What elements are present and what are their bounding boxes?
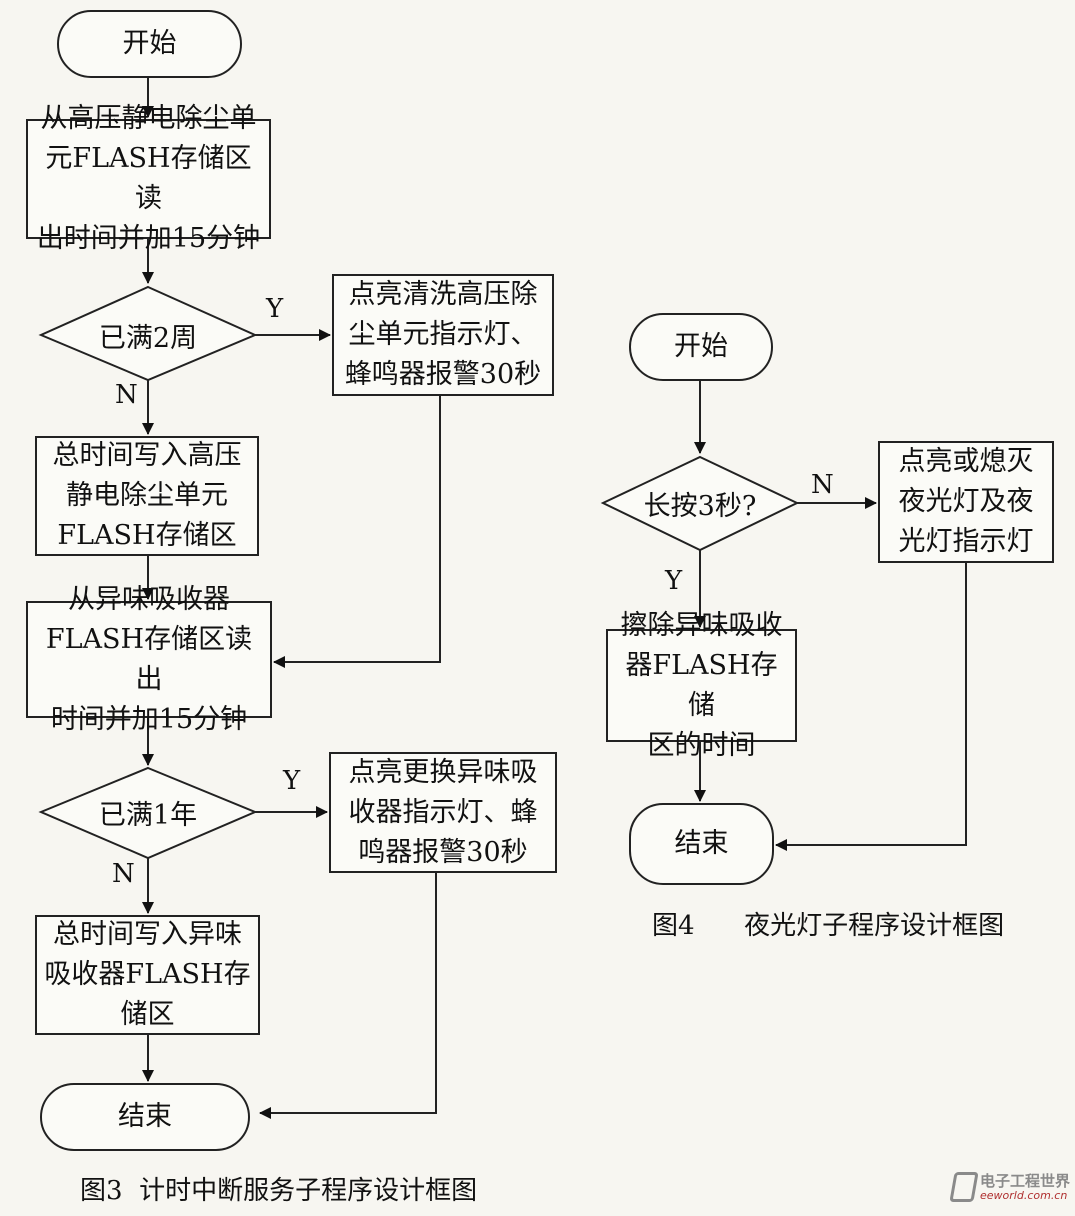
fig4-start-label: 开始 — [674, 331, 728, 362]
fig3-read-hv-line: 元FLASH存储区读 — [45, 143, 252, 214]
watermark-emblem-icon — [949, 1172, 979, 1202]
fig3-write-odor-line: 吸收器FLASH存 — [44, 959, 251, 990]
fig3-write-hv-line: 总时间写入高压 — [52, 440, 242, 471]
fig3-read-odor-line: 时间并加15分钟 — [50, 703, 248, 735]
fig3-alarm-odor-box: 点亮更换异味吸 收器指示灯、蜂 鸣器报警30秒 — [329, 752, 557, 873]
decision-longpress-shape — [600, 455, 800, 552]
fig4-erase-time-line: 区的时间 — [647, 729, 756, 761]
fig3-read-hv-line: 出时间并加15分钟 — [36, 223, 261, 254]
fig3-read-odor-line: 从异味吸收器 — [68, 583, 230, 615]
fig3-end-node: 结束 — [40, 1083, 250, 1151]
fig3-write-odor-line: 储区 — [120, 999, 175, 1030]
fig4-decision-longpress-label: 长按3秒? — [643, 490, 757, 522]
fig4-toggle-light-box: 点亮或熄灭 夜光灯及夜 光灯指示灯 — [878, 441, 1054, 563]
fig3-caption: 图3 计时中断服务子程序设计框图 — [80, 1176, 478, 1206]
fig3-alarm-hv-line: 蜂鸣器报警30秒 — [344, 359, 542, 390]
fig4-erase-time-line: 擦除异味吸收 — [620, 609, 783, 641]
fig4-no-label: N — [811, 470, 834, 500]
decision-1year-shape — [38, 766, 258, 860]
watermark-brand: 电子工程世界 — [980, 1172, 1071, 1190]
fig3-read-hv-box: 从高压静电除尘单 元FLASH存储区读 出时间并加15分钟 — [26, 103, 271, 254]
fig3-write-odor-line: 总时间写入异味 — [53, 919, 242, 950]
fig3-read-odor-line: FLASH存储区读出 — [45, 623, 253, 695]
fig3-alarm-odor-line: 点亮更换异味吸 — [348, 756, 538, 788]
fig4-end-node: 结束 — [629, 803, 774, 885]
fig3-no-label-2: N — [112, 859, 135, 889]
fig3-start-node: 开始 — [57, 10, 242, 78]
fig3-read-odor-box: 从异味吸收器 FLASH存储区读出 时间并加15分钟 — [26, 584, 272, 735]
fig4-yes-label: Y — [665, 566, 683, 596]
fig4-end-label: 结束 — [674, 828, 729, 859]
watermark-logo: 电子工程世界 eeworld.com.cn — [949, 1170, 1071, 1212]
fig3-start-label: 开始 — [122, 28, 177, 59]
fig4-erase-time-box: 擦除异味吸收 器FLASH存储 区的时间 — [606, 610, 797, 761]
fig3-write-hv-line: 静电除尘单元 — [66, 480, 228, 511]
fig4-toggle-light-line: 点亮或熄灭 — [898, 446, 1034, 477]
fig3-end-label: 结束 — [118, 1101, 172, 1132]
fig3-write-hv-box: 总时间写入高压 静电除尘单元 FLASH存储区 — [35, 436, 259, 556]
fig4-toggle-light-line: 光灯指示灯 — [898, 526, 1034, 557]
fig4-toggle-light-line: 夜光灯及夜 — [898, 486, 1034, 517]
fig3-yes-label-2: Y — [283, 766, 301, 796]
fig3-alarm-hv-line: 点亮清洗高压除 — [348, 279, 538, 310]
fig3-alarm-hv-line: 尘单元指示灯、 — [348, 319, 538, 350]
fig3-no-label-1: N — [115, 380, 138, 410]
fig3-alarm-hv-box: 点亮清洗高压除 尘单元指示灯、 蜂鸣器报警30秒 — [332, 274, 554, 396]
fig3-alarm-odor-line: 收器指示灯、蜂 — [348, 796, 538, 828]
fig3-read-hv-line: 从高压静电除尘单 — [40, 103, 257, 134]
fig4-start-node: 开始 — [629, 313, 773, 381]
fig3-write-odor-box: 总时间写入异味 吸收器FLASH存 储区 — [35, 915, 260, 1035]
fig3-alarm-odor-line: 鸣器报警30秒 — [358, 836, 528, 868]
fig3-decision-1year-label: 已满1年 — [98, 799, 198, 831]
fig3-decision-2weeks-label: 已满2周 — [98, 322, 198, 354]
fig3-write-hv-line: FLASH存储区 — [57, 520, 237, 551]
fig4-erase-time-line: 器FLASH存储 — [625, 649, 778, 721]
watermark-site: eeworld.com.cn — [980, 1189, 1068, 1202]
fig4-caption: 图4 夜光灯子程序设计框图 — [652, 911, 1005, 941]
fig3-yes-label-1: Y — [266, 294, 284, 324]
decision-2weeks-shape — [38, 285, 258, 382]
